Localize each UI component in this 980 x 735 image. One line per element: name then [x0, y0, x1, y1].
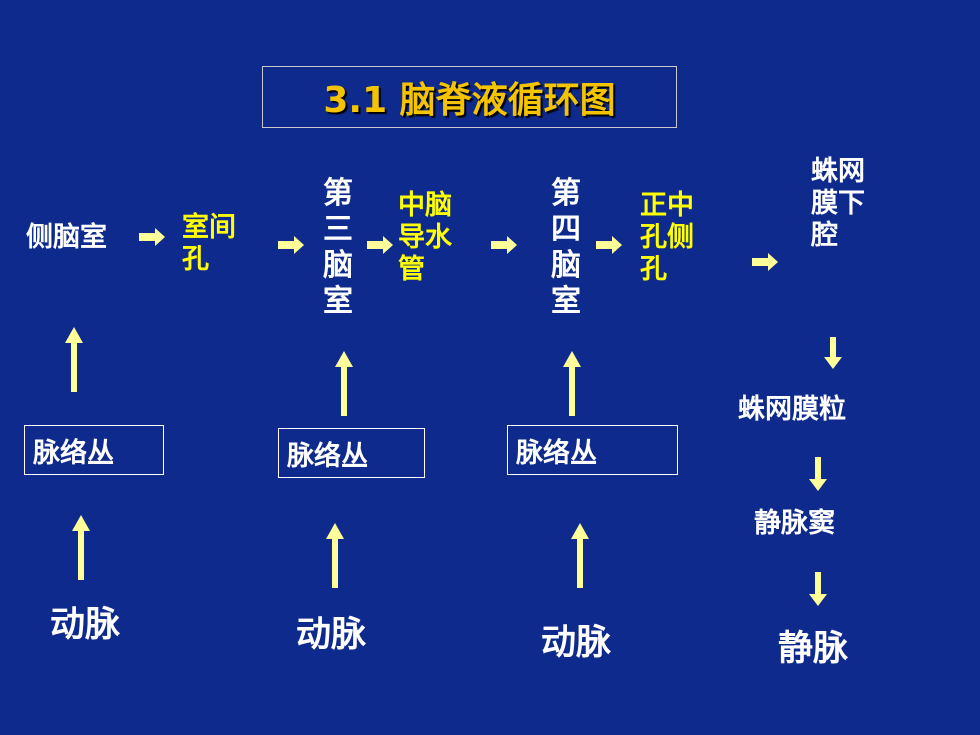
right-arrow-icon — [596, 236, 622, 254]
node-arachnoid-granulations: 蛛网膜粒 — [738, 394, 846, 425]
node-median-lateral-apertures: 正中孔侧孔 — [640, 190, 694, 285]
up-arrow-icon — [563, 351, 581, 416]
node-third-ventricle: 第三脑室 — [323, 176, 353, 319]
right-arrow-icon — [139, 228, 165, 246]
right-arrow-icon — [278, 236, 304, 254]
node-lateral-ventricle: 侧脑室 — [26, 222, 107, 253]
right-arrow-icon — [752, 253, 778, 271]
node-subarachnoid-space: 蛛网膜下腔 — [811, 156, 865, 251]
up-arrow-icon — [571, 523, 589, 588]
artery-label-3: 动脉 — [541, 623, 612, 663]
down-arrow-icon — [809, 572, 827, 606]
up-arrow-icon — [326, 523, 344, 588]
node-cerebral-aqueduct: 中脑导水管 — [398, 190, 452, 285]
up-arrow-icon — [65, 327, 83, 392]
diagram-title: 3.1 脑脊液循环图 — [323, 80, 616, 121]
right-arrow-icon — [491, 236, 517, 254]
choroid-plexus-box-3: 脉络丛 — [507, 425, 678, 475]
up-arrow-icon — [335, 351, 353, 416]
right-arrow-icon — [367, 236, 393, 254]
up-arrow-icon — [72, 515, 90, 580]
down-arrow-icon — [824, 337, 842, 369]
artery-label-2: 动脉 — [296, 615, 367, 655]
node-fourth-ventricle: 第四脑室 — [551, 176, 581, 319]
choroid-plexus-box-1: 脉络丛 — [24, 425, 164, 475]
node-interventricular-foramen: 室间孔 — [182, 212, 236, 275]
title-box: 3.1 脑脊液循环图 — [262, 66, 677, 128]
choroid-plexus-box-2: 脉络丛 — [278, 428, 425, 478]
node-vein: 静脉 — [778, 629, 849, 669]
artery-label-1: 动脉 — [50, 605, 121, 645]
down-arrow-icon — [809, 457, 827, 491]
node-venous-sinus: 静脉窦 — [754, 508, 835, 539]
